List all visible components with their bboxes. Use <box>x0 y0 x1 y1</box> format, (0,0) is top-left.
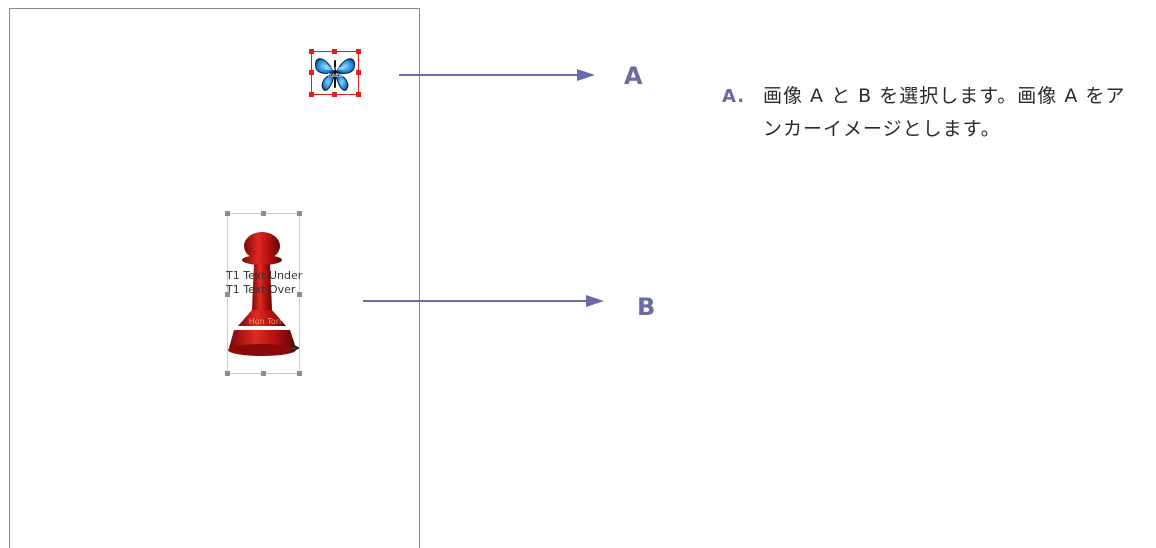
callout-arrow-b <box>363 293 608 309</box>
resize-handle[interactable] <box>309 70 314 75</box>
resize-handle[interactable] <box>356 70 361 75</box>
instruction-step: A. 画像 A と B を選択します。画像 A をアンカーイメージとします。 <box>722 80 1142 146</box>
resize-handle[interactable] <box>225 211 230 216</box>
resize-handle[interactable] <box>297 211 302 216</box>
resize-handle[interactable] <box>356 49 361 54</box>
resize-handle[interactable] <box>332 49 337 54</box>
step-text: 画像 A と B を選択します。画像 A をアンカーイメージとします。 <box>722 80 1142 146</box>
resize-handle[interactable] <box>297 371 302 376</box>
callout-arrow-a <box>399 67 599 83</box>
resize-handle[interactable] <box>356 92 361 97</box>
image-a-caption-1: Rowsset <box>312 66 358 72</box>
pawn-overlay-text-2: T1 Text Over <box>226 284 306 295</box>
image-b-selection[interactable]: T1 Text Under T1 Text Over Hon Tori <box>227 213 300 374</box>
resize-handle[interactable] <box>261 371 266 376</box>
callout-label-b: B <box>637 293 655 321</box>
resize-handle[interactable] <box>297 292 302 297</box>
image-a-caption-2: Tuatha <box>312 73 358 79</box>
image-a-selection[interactable]: Rowsset Tuatha <box>311 51 359 95</box>
callout-label-a: A <box>624 62 643 90</box>
pawn-base-text: Hon Tori <box>240 317 290 326</box>
pawn-overlay-text-1: T1 Text Under <box>226 270 306 281</box>
resize-handle[interactable] <box>225 371 230 376</box>
resize-handle[interactable] <box>309 92 314 97</box>
resize-handle[interactable] <box>225 292 230 297</box>
resize-handle[interactable] <box>332 92 337 97</box>
resize-handle[interactable] <box>309 49 314 54</box>
step-marker: A. <box>722 80 745 113</box>
resize-handle[interactable] <box>261 211 266 216</box>
